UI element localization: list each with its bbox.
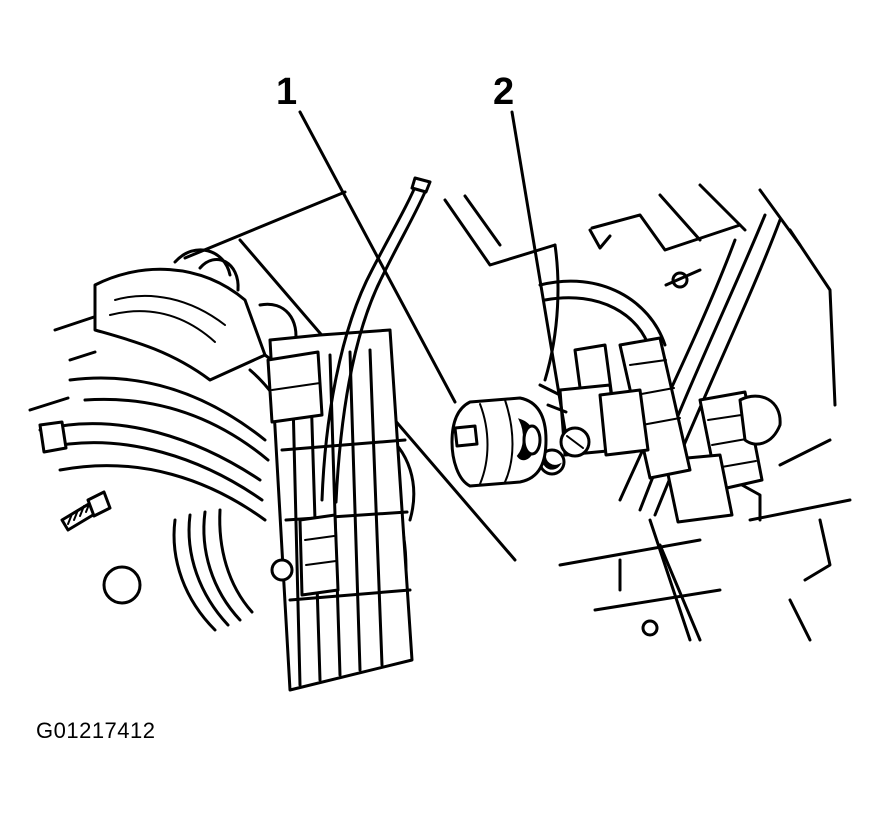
- washer: [102, 565, 142, 605]
- bushing: [450, 396, 548, 488]
- leader-line-2: [510, 110, 567, 432]
- callout-1: 1: [276, 71, 297, 113]
- cable-1: [320, 176, 432, 504]
- screw: [60, 490, 112, 532]
- figure-id: G01217412: [36, 718, 156, 743]
- wiring-harness: [38, 248, 416, 692]
- callout-2: 2: [493, 71, 514, 113]
- leader-line-1: [298, 110, 457, 404]
- switch-assembly: [538, 336, 692, 480]
